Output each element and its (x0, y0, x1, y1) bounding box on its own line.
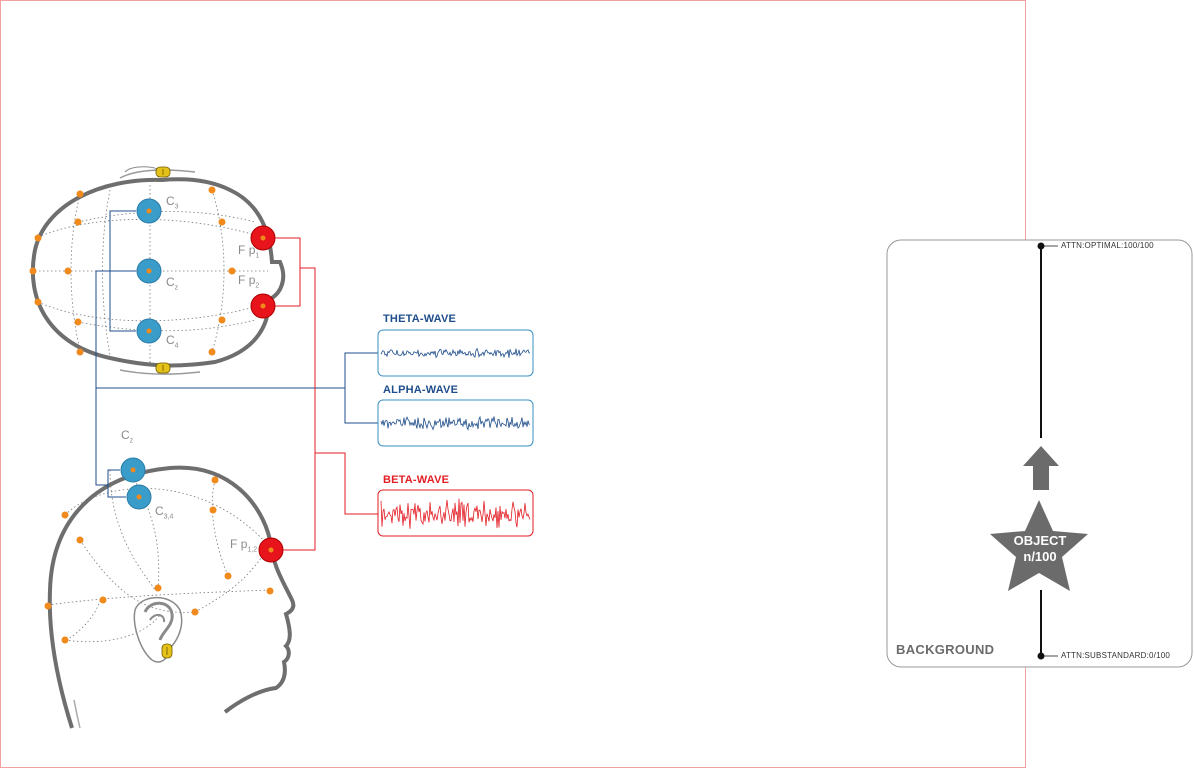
star-icon (990, 500, 1088, 591)
attn-optimal-label: ATTN:OPTIMAL:100/100 (1061, 241, 1154, 250)
electrode-side-cz (120, 457, 146, 483)
reference-electrode-bottom (155, 362, 171, 374)
label-side-fp12: F p1,2 (230, 537, 258, 554)
electrode-side-fp12 (258, 537, 284, 563)
head-side-view (44, 457, 296, 729)
reference-electrode-top (155, 166, 171, 178)
label-c4: C4 (166, 333, 179, 350)
alpha-wave-title: ALPHA-WAVE (383, 384, 459, 396)
red-connectors (275, 237, 378, 551)
head-top-outline (30, 177, 286, 368)
beta-wave-title: BETA-WAVE (383, 474, 450, 486)
electrode-fp2 (250, 293, 276, 319)
attn-substandard-label: ATTN:SUBSTANDARD:0/100 (1061, 651, 1171, 660)
theta-wave-trace (380, 347, 530, 359)
theta-wave-title: THETA-WAVE (383, 313, 457, 325)
label-side-c34: C3,4 (155, 504, 174, 521)
label-c3: C3 (166, 194, 179, 211)
reference-electrode-ear (161, 643, 173, 659)
beta-wave-trace (380, 498, 531, 529)
label-fp1: F p1 (238, 243, 260, 260)
electrode-c4 (136, 318, 162, 344)
label-cz: Cz (166, 275, 179, 292)
alpha-wave-trace (380, 415, 531, 431)
label-fp2: F p2 (238, 273, 260, 290)
alpha-wave-box (377, 399, 534, 447)
electrode-cz (136, 258, 162, 284)
ear (133, 596, 183, 663)
blue-connectors (95, 210, 378, 498)
object-label: OBJECT n/100 (1013, 533, 1067, 564)
head-top-view (29, 166, 286, 375)
electrode-c3 (136, 198, 162, 224)
canvas-frame (0, 0, 1026, 768)
attention-panel (886, 239, 1193, 668)
electrode-side-c34 (126, 484, 152, 510)
background-label: BACKGROUND (896, 642, 995, 657)
up-arrow-icon (1023, 446, 1059, 490)
label-side-cz: Cz (121, 428, 134, 445)
head-side-outline (47, 465, 296, 729)
